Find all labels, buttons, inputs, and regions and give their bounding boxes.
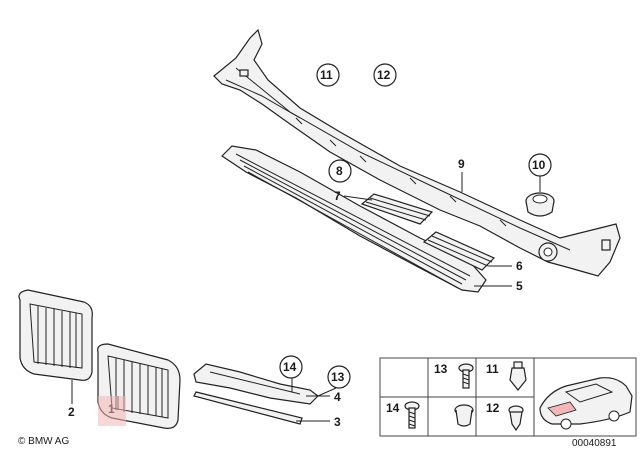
callout-10: 10 [532,158,546,172]
callout-13: 13 [331,370,345,384]
part-1-highlight [98,396,126,426]
callout-8: 8 [336,164,343,178]
callout-circle-8: 8 [328,159,352,183]
clip-12-icon[interactable] [508,405,524,432]
drawing-number: 00040891 [572,438,617,449]
callout-circle-11: 11 [316,63,340,87]
grommet[interactable] [525,192,555,217]
inset-label-12: 12 [486,401,500,415]
callout-4: 4 [334,390,341,404]
kidney-grille-left[interactable] [18,289,93,381]
clip-11-icon[interactable] [509,361,527,391]
callout-6: 6 [516,259,523,273]
air-inlet-strip[interactable] [221,145,487,293]
callout-9: 9 [458,157,465,171]
callout-circle-13: 13 [327,365,351,389]
callout-14: 14 [283,360,297,374]
callout-7: 7 [334,189,341,203]
trim-strip[interactable] [193,391,303,425]
callout-circle-12: 12 [373,63,397,87]
callout-11: 11 [320,68,333,82]
callout-circle-10: 10 [528,153,552,177]
filter-screen-upper[interactable] [360,193,434,225]
car-location-icon [539,377,633,430]
inset-label-11: 11 [486,362,499,376]
callout-2: 2 [68,405,75,419]
callout-12: 12 [377,68,391,82]
callout-5: 5 [516,279,523,293]
callout-3: 3 [334,415,341,429]
callout-circle-14: 14 [279,355,303,379]
inset-label-14: 14 [386,401,400,415]
filter-screen-lower[interactable] [422,231,496,271]
screw-13-icon[interactable] [458,363,474,389]
cowl-panel[interactable] [213,28,621,277]
inset-label-13: 13 [434,362,448,376]
grommet-nut-icon[interactable] [454,404,474,427]
screw-14-icon[interactable] [404,401,420,429]
copyright-text: © BMW AG [18,436,69,447]
